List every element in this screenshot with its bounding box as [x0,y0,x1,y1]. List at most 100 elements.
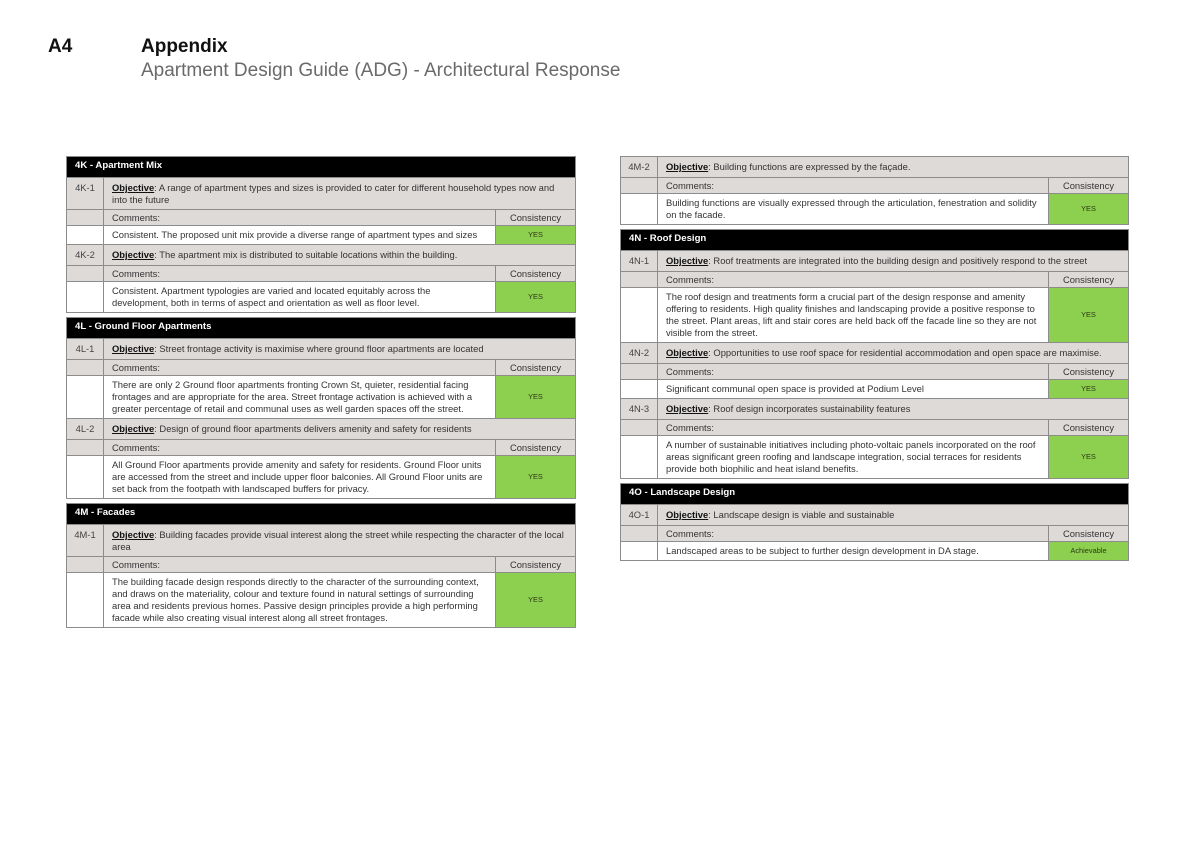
comments-header: Comments: [657,525,1049,542]
comment-text: A number of sustainable initiatives incl… [657,435,1049,479]
objective-cell: Objective: Building facades provide visu… [103,524,576,557]
comments-header-row: Comments:Consistency [620,177,1129,194]
objective-cell: Objective: Design of ground floor apartm… [103,418,576,440]
consistency-header: Consistency [1047,271,1130,288]
section-title: 4N - Roof Design [620,229,1129,251]
objective-text: : Street frontage activity is maximise w… [154,343,484,354]
blank-cell [620,193,658,225]
objective-cell: Objective: Street frontage activity is m… [103,338,576,360]
comment-row: There are only 2 Ground floor apartments… [66,375,577,419]
objective-cell: Objective: Building functions are expres… [657,156,1129,178]
consistency-badge: YES [1048,193,1129,225]
consistency-header: Consistency [494,359,577,376]
comment-row: Building functions are visually expresse… [620,193,1129,225]
objective-label: Objective [666,347,709,358]
section-title: 4L - Ground Floor Apartments [66,317,576,339]
comments-header-row: Comments:Consistency [66,265,577,282]
comments-header: Comments: [103,439,496,456]
consistency-header: Consistency [494,265,577,282]
comment-row: Consistent. Apartment typologies are var… [66,281,577,313]
blank-cell [620,363,658,380]
section-header: 4O - Landscape Design [620,483,1129,505]
comments-header-row: Comments:Consistency [66,556,577,573]
objective-cell: Objective: Roof treatments are integrate… [657,250,1129,272]
blank-cell [66,359,104,376]
section-header: 4K - Apartment Mix [66,156,576,178]
comments-header-row: Comments:Consistency [620,363,1130,380]
consistency-header: Consistency [1048,525,1129,542]
objective-label: Objective [112,343,155,354]
blank-cell [620,419,658,436]
objective-id: 4N-1 [620,250,658,272]
consistency-badge: YES [494,225,577,245]
comment-row: The roof design and treatments form a cr… [620,287,1130,343]
consistency-header: Consistency [494,439,577,456]
page-title: Appendix [141,36,228,57]
section-header: 4M - Facades [66,503,576,525]
comment-row: A number of sustainable initiatives incl… [620,435,1130,479]
consistency-header: Consistency [494,556,577,573]
comment-text: Building functions are visually expresse… [657,193,1049,225]
section-header: 4L - Ground Floor Apartments [66,317,576,339]
comment-text: Landscaped areas to be subject to furthe… [657,541,1049,561]
comments-header: Comments: [657,177,1049,194]
objective-text: : Roof design incorporates sustainabilit… [708,403,911,414]
comments-header: Comments: [657,419,1049,436]
comment-row: Significant communal open space is provi… [620,379,1130,399]
blank-cell [66,265,104,282]
objective-id: 4M-2 [620,156,658,178]
objective-id: 4O-1 [620,504,658,526]
objective-id: 4L-1 [66,338,104,360]
objective-text: : Building functions are expressed by th… [708,161,911,172]
blank-cell [620,177,658,194]
section-title: 4K - Apartment Mix [66,156,576,178]
consistency-badge: YES [494,375,577,419]
comment-text: There are only 2 Ground floor apartments… [103,375,496,419]
comments-header: Comments: [657,363,1049,380]
section-title: 4O - Landscape Design [620,483,1129,505]
section-title: 4M - Facades [66,503,576,525]
comment-text: All Ground Floor apartments provide amen… [103,455,496,499]
comments-header: Comments: [103,359,496,376]
objective-cell: Objective: Landscape design is viable an… [657,504,1129,526]
objective-text: : A range of apartment types and sizes i… [112,182,555,205]
objective-cell: Objective: A range of apartment types an… [103,177,576,210]
objective-cell: Objective: The apartment mix is distribu… [103,244,576,266]
blank-cell [66,455,104,499]
comments-header-row: Comments:Consistency [66,439,577,456]
objective-id: 4M-1 [66,524,104,557]
objective-text: : Roof treatments are integrated into th… [708,255,1088,266]
objective-id: 4N-2 [620,342,658,364]
blank-cell [66,375,104,419]
blank-cell [620,379,658,399]
comment-text: Consistent. Apartment typologies are var… [103,281,496,313]
comment-text: Consistent. The proposed unit mix provid… [103,225,496,245]
consistency-badge: YES [1047,287,1130,343]
comments-header-row: Comments:Consistency [66,209,577,226]
comments-header: Comments: [103,209,496,226]
objective-id: 4K-2 [66,244,104,266]
objective-label: Objective [112,249,155,260]
consistency-header: Consistency [1047,419,1130,436]
comment-text: The roof design and treatments form a cr… [657,287,1049,343]
objective-label: Objective [666,403,709,414]
comment-row: The building facade design responds dire… [66,572,577,628]
comments-header-row: Comments:Consistency [66,359,577,376]
section-header: 4N - Roof Design [620,229,1129,251]
blank-cell [620,541,658,561]
comments-header-row: Comments:Consistency [620,525,1129,542]
objective-id: 4N-3 [620,398,658,420]
consistency-badge: YES [494,455,577,499]
objective-label: Objective [666,509,709,520]
consistency-badge: YES [1047,435,1130,479]
consistency-badge: YES [494,572,577,628]
